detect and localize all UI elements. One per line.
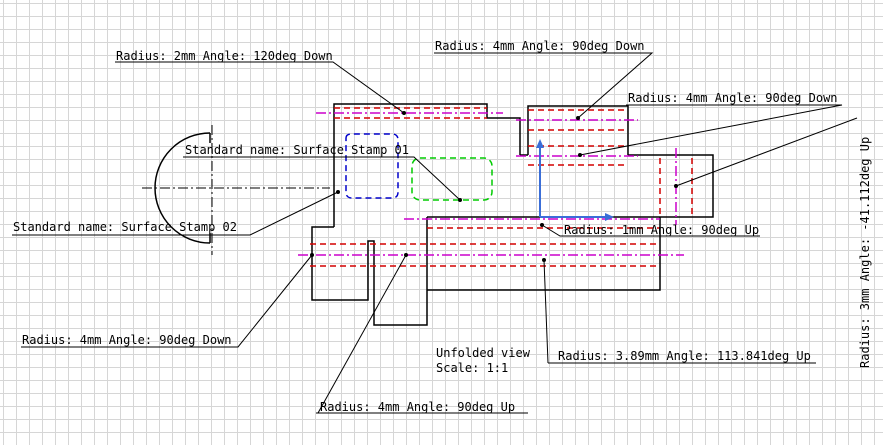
label-bend-top-right[interactable]: Radius: 4mm Angle: 90deg Down <box>435 39 645 53</box>
view-scale: Scale: 1:1 <box>436 361 508 375</box>
label-surface-stamp-02[interactable]: Standard name: Surface Stamp 02 <box>13 220 237 234</box>
surface-stamp-01-outline[interactable] <box>411 157 493 201</box>
label-surface-stamp-01[interactable]: Standard name: Surface Stamp 01 <box>185 143 409 157</box>
view-title: Unfolded view <box>436 346 531 360</box>
sheet-outline <box>311 103 714 326</box>
label-bend-vertical[interactable]: Radius: 3mm Angle: -41.112deg Up <box>858 137 872 368</box>
label-bend-1mm[interactable]: Radius: 1mm Angle: 90deg Up <box>564 223 759 237</box>
label-bend-bottom-right[interactable]: Radius: 3.89mm Angle: 113.841deg Up <box>558 349 811 363</box>
leader-endpoints <box>310 111 678 262</box>
surface-stamp-02-outline[interactable] <box>345 133 399 199</box>
left-arc-outline <box>154 132 211 244</box>
label-bend-bottom-left[interactable]: Radius: 4mm Angle: 90deg Down <box>22 333 232 347</box>
leader-lines <box>12 52 858 414</box>
label-bend-right-tab[interactable]: Radius: 4mm Angle: 90deg Down <box>628 91 838 105</box>
bend-lines <box>310 107 693 267</box>
label-bend-top-left[interactable]: Radius: 2mm Angle: 120deg Down <box>116 49 333 63</box>
coordinate-axes <box>536 139 614 221</box>
annotation-labels: Radius: 2mm Angle: 120deg Down Radius: 4… <box>13 39 872 414</box>
label-bend-bottom-mid[interactable]: Radius: 4mm Angle: 90deg Up <box>320 400 515 414</box>
centerlines <box>142 125 330 255</box>
